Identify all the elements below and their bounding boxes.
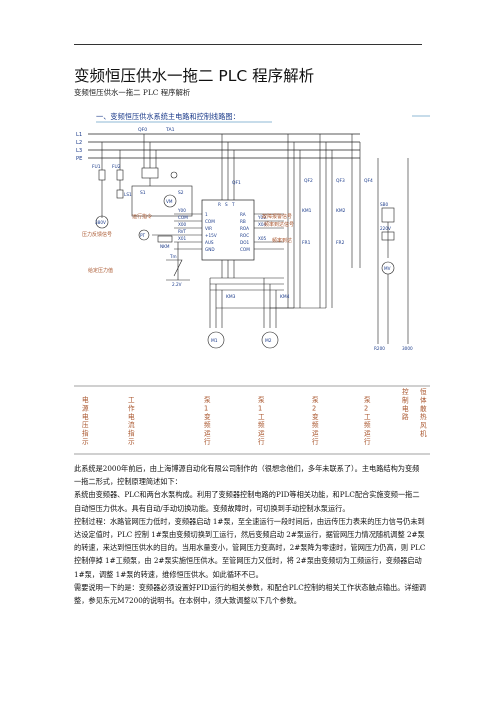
wire-label: X00 <box>178 222 187 227</box>
annotation-freq1: 频率到达信号 <box>264 221 294 228</box>
meter-label: VM <box>166 199 173 204</box>
paragraph: 此系统是2000年前后，由上海博源自动化有限公司制作的（很想念他们，多年未联系了… <box>74 464 420 487</box>
wire-label: X05 <box>258 236 267 241</box>
diagram-heading: 一、变频恒压供水系统主电路和控制线路图： <box>96 112 240 121</box>
annotation-fault: 故障报警信号 <box>262 213 292 220</box>
inverter-terminal: R <box>218 202 221 207</box>
bottom-tag: R200 <box>374 346 385 351</box>
inverter-terminal: T <box>231 202 235 207</box>
function-label: 工作电流指示 <box>128 396 135 446</box>
breaker-label: QF4 <box>364 178 373 184</box>
paragraph: 需要说明一下的是：变频器必须设置好PID运行的相关参数，和配合PLC控制的相关工… <box>74 582 426 606</box>
inverter-terminal: ROA <box>240 226 249 231</box>
inverter-terminal: COM <box>240 247 250 252</box>
function-label: 电源电压指示 <box>82 395 89 446</box>
aux-label: SB0 <box>380 202 389 207</box>
aux-label: 220V <box>380 226 391 231</box>
fuse-label: FU1 <box>92 164 101 170</box>
wire-label: X01 <box>178 236 187 241</box>
function-label: 恒体散热风机 <box>420 387 427 438</box>
inverter-terminal: ROC <box>240 233 249 238</box>
bus-label: PE <box>76 156 82 162</box>
bus-label: L2 <box>76 140 82 146</box>
annotation-start: 运行指令 <box>132 213 152 220</box>
switch-label: S1 <box>140 190 146 196</box>
breaker-label: QF0 <box>138 127 147 133</box>
inverter-terminal: +15V <box>205 233 217 238</box>
contactor-label: FR2 <box>336 240 345 246</box>
inverter-terminal: RB <box>240 219 246 224</box>
breaker-label: QF3 <box>336 178 345 184</box>
pot-tag: NKM <box>160 244 170 249</box>
annotation-setpoint: 给定压力值 <box>88 267 113 274</box>
wire-label: X04 <box>258 222 267 227</box>
paragraph: 系统由变频器、PLC和两台水泵构成。利用了变频器控制电路的PID等相关功能，和P… <box>74 490 420 513</box>
inverter-terminal: 1 <box>205 212 208 217</box>
contactor-label: KM2 <box>336 208 346 214</box>
article-body: 此系统是2000年前后，由上海博源自动化有限公司制作的（很想念他们，多年未联系了… <box>74 462 426 607</box>
paragraph: 控制过程：水路管网压力低时，变频器启动 1#泵，至全速运行一段时间后，由远传压力… <box>74 516 426 579</box>
inverter-terminal: RA <box>240 212 246 217</box>
inverter-terminal: VIR <box>205 226 212 231</box>
motor-label: M2 <box>265 338 272 344</box>
breaker-label: QF1 <box>232 180 241 186</box>
transformer-label: TA1 <box>165 127 175 133</box>
lamp-icon <box>95 215 109 229</box>
pressure-sensor-icon <box>138 229 150 241</box>
pressure-tag: PT <box>140 233 146 238</box>
inverter-terminal: DO1 <box>240 240 250 245</box>
pot-tag: Tm <box>169 254 177 259</box>
top-rule <box>74 44 422 45</box>
contactor-label: KM3 <box>226 294 236 300</box>
wire-label: Y03 <box>257 215 266 220</box>
fuse-label: FU2 <box>112 164 121 170</box>
inverter-terminal: S <box>225 202 228 207</box>
power-buses <box>88 133 360 159</box>
function-label: 控制电路 <box>402 387 409 421</box>
bus-label: L3 <box>76 148 82 154</box>
wire-label: Y00 <box>177 208 186 213</box>
motor-icon <box>207 331 225 349</box>
breaker-label: QF2 <box>304 178 313 184</box>
wire-label: RVT <box>178 229 187 234</box>
lamp-tag: LS1 <box>124 192 132 197</box>
wire-label: COM <box>178 215 188 220</box>
contactor-label: KM1 <box>302 208 312 214</box>
motor-icon <box>261 331 279 349</box>
contactor-label: KM4 <box>280 294 290 300</box>
aux-label: MV <box>384 266 391 271</box>
contactor-label: FR1 <box>302 240 311 246</box>
pot-tag: 2.2V <box>172 282 182 287</box>
page-title: 变频恒压供水一拖二 PLC 程序解析 <box>74 67 315 85</box>
inverter-terminal: AUS <box>205 240 214 245</box>
annotation-freq2: 频率到达 <box>272 237 292 244</box>
switch-label: S2 <box>178 190 184 196</box>
inverter-terminal: COM <box>205 219 215 224</box>
bus-label: L1 <box>76 132 82 138</box>
annotation-feedback: 压力反馈信号 <box>82 231 112 238</box>
voltmeter-icon <box>163 194 177 208</box>
circuit-diagram: 一、变频恒压供水系统主电路和控制线路图： L1 L2 L3 PE QF0 TA1… <box>76 112 430 351</box>
lamp-voltage: 380V <box>95 220 106 225</box>
inverter-terminal: GND <box>205 247 215 252</box>
bottom-tag: 3000 <box>402 346 413 351</box>
motor-label: M1 <box>211 338 218 344</box>
page-subtitle: 变频恒压供水一拖二 PLC 程序解析 <box>74 88 191 97</box>
